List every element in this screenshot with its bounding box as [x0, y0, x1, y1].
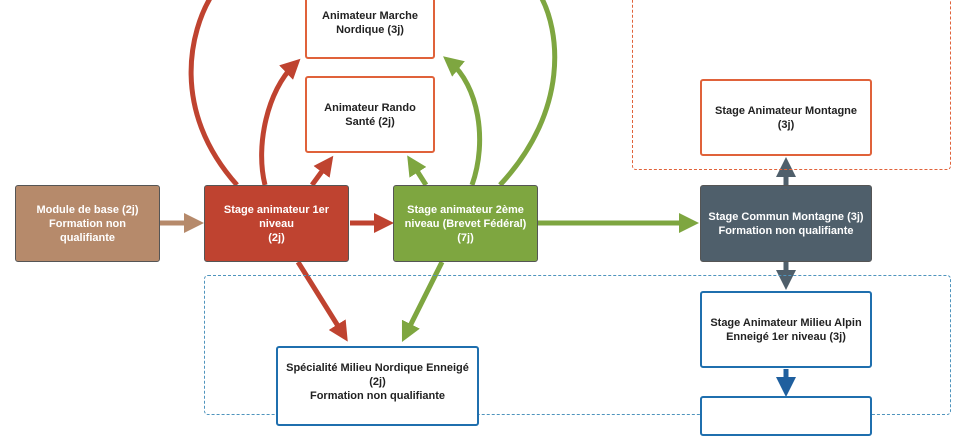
node-stage-animateur-montagne[interactable]: Stage Animateur Montagne (3j) — [700, 79, 872, 156]
edge-stage2-to-marche — [443, 56, 483, 186]
node-specialite-milieu-nordique-enneige[interactable]: Spécialité Milieu Nordique Enneigé (2j) … — [276, 346, 479, 426]
node-stage-animateur-milieu-alpin[interactable]: Stage Animateur Milieu Alpin Enneigé 1er… — [700, 291, 872, 368]
node-line: niveau (Brevet Fédéral) — [404, 217, 527, 230]
node-line: Nordique (3j) — [336, 23, 404, 36]
node-stage-commun-montagne[interactable]: Stage Commun Montagne (3j) Formation non… — [700, 185, 872, 262]
diagram-edges — [160, 0, 796, 397]
node-next-enneige-box[interactable] — [700, 396, 872, 436]
node-line: niveau — [259, 217, 294, 230]
node-line: Santé (2j) — [345, 115, 395, 128]
node-line: Spécialité Milieu Nordique Enneigé — [286, 362, 469, 374]
node-line: (3j) — [777, 118, 795, 131]
node-line: Stage Animateur Milieu Alpin — [710, 316, 862, 329]
node-line: Formation non — [49, 217, 126, 230]
edge-stage1-to-marche — [259, 58, 301, 186]
node-stage-animateur-2eme-niveau[interactable]: Stage animateur 2ème niveau (Brevet Fédé… — [393, 185, 538, 262]
node-line: qualifiante — [59, 231, 115, 244]
node-line: Formation non qualifiante — [718, 224, 854, 237]
node-line: Module de base (2j) — [36, 203, 139, 216]
node-stage-animateur-1er-niveau[interactable]: Stage animateur 1er niveau (2j) — [204, 185, 349, 262]
node-line: (2j) — [268, 231, 285, 244]
node-line: Stage animateur 2ème — [407, 203, 524, 216]
node-module-de-base[interactable]: Module de base (2j) Formation non qualif… — [15, 185, 160, 262]
edge-stage1-to-specialite — [295, 260, 348, 342]
node-line: Enneigé 1er niveau (3j) — [726, 330, 846, 343]
node-animateur-marche-nordique[interactable]: Animateur Marche Nordique (3j) — [305, 0, 435, 59]
edge-stage1-to-rando — [309, 155, 334, 187]
node-line: Animateur Rando — [324, 101, 416, 114]
node-animateur-rando-sante[interactable]: Animateur Rando Santé (2j) — [305, 76, 435, 153]
node-line: Stage animateur 1er — [223, 203, 330, 216]
node-line: (2j) — [369, 376, 386, 388]
node-line: Formation non qualifiante — [309, 390, 446, 402]
node-line: Stage Animateur Montagne — [715, 104, 857, 117]
edge-stage2-to-specialite — [401, 260, 445, 343]
edge-stage2-to-rando — [407, 155, 429, 187]
node-line: (7j) — [457, 231, 474, 244]
edge-stage2-big-curve — [498, 0, 558, 187]
node-line: Animateur Marche — [322, 9, 418, 22]
edge-stage1-big-curve — [188, 0, 239, 187]
node-line: Stage Commun Montagne (3j) — [708, 210, 864, 223]
cluster-montagne-top — [632, 0, 951, 170]
